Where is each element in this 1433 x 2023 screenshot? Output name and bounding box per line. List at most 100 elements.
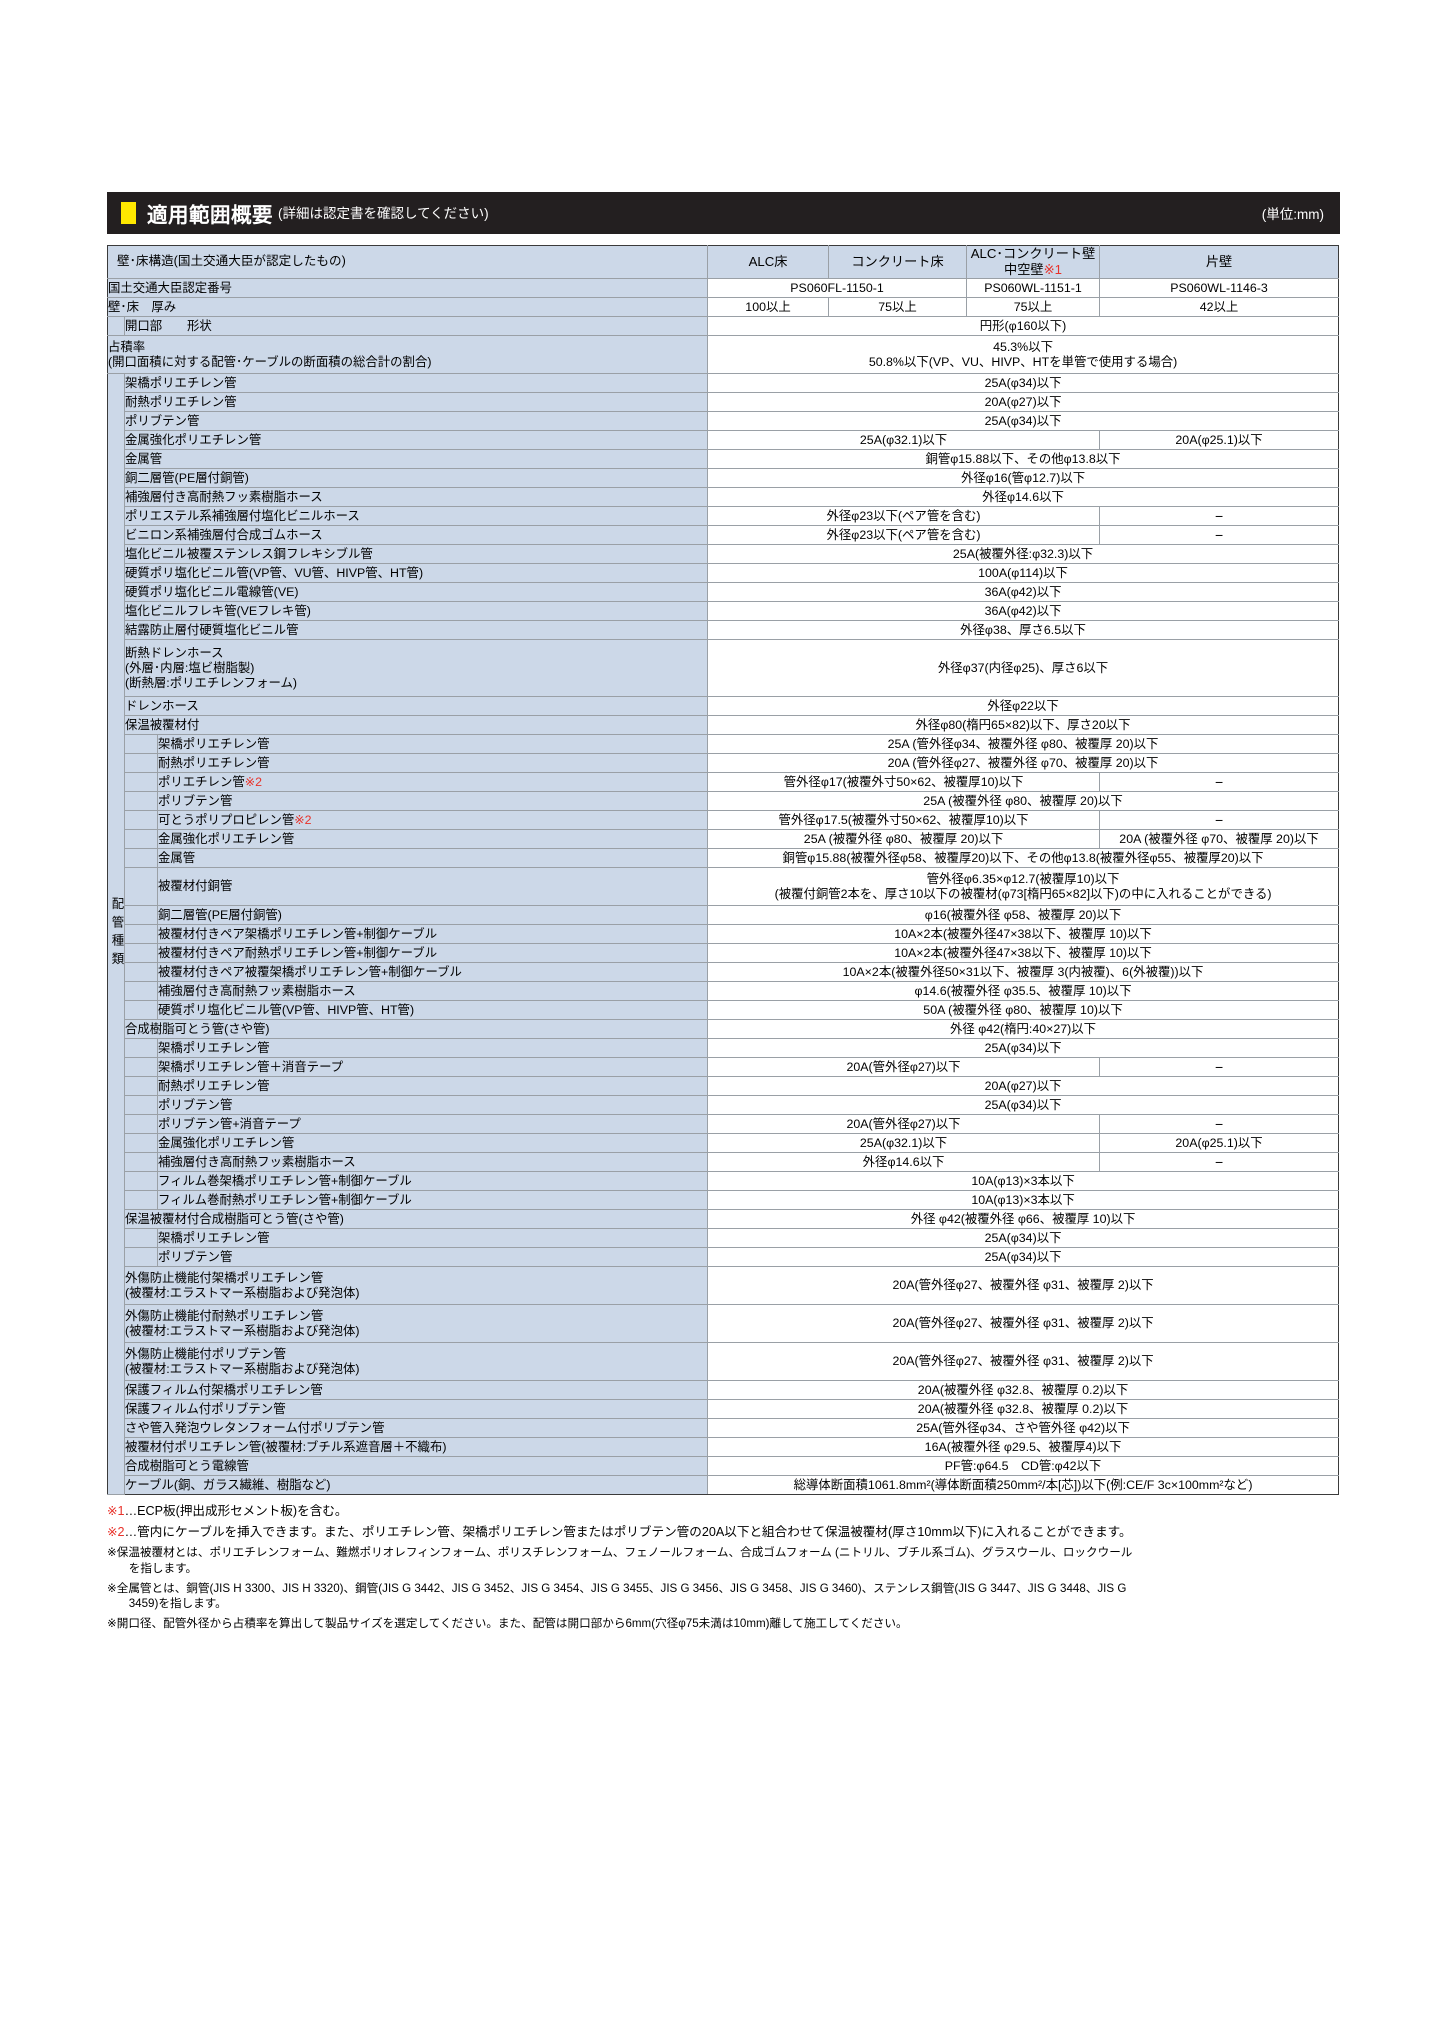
cell-scratch-proof-heat-resistant-pe-pipe-0: 20A(管外径φ27、被覆外径 φ31、被覆厚 2)以下 bbox=[707, 1304, 1340, 1344]
indent-filler bbox=[107, 316, 125, 337]
note-text: …管内にケーブルを挿入できます。また、ポリエチレン管、架橋ポリエチレン管またはポ… bbox=[124, 1525, 1132, 1540]
row-label-sr-heat-resistant-pe-pipe: 耐熱ポリエチレン管 bbox=[156, 1076, 709, 1097]
reference-mark: ※1 bbox=[1043, 262, 1062, 278]
cell-ic-pair-crosslinked-pe-cable-0: 10A×2本(被覆外径47×38以下、被覆厚 10)以下 bbox=[707, 924, 1340, 945]
cell-coated-pe-pipe-butyl-0: 16A(被覆外径 φ29.5、被覆厚4)以下 bbox=[707, 1437, 1340, 1458]
cell-polyester-reinforced-pvc-hose-1: − bbox=[1099, 506, 1340, 527]
row-label-ic-crosslinked-pe-pipe: 架橋ポリエチレン管 bbox=[156, 734, 709, 755]
section-title-bar: 適用範囲概要 (詳細は認定書を確認してください) (単位:mm) bbox=[107, 192, 1340, 234]
note-text: …ECP板(押出成形セメント板)を含む。 bbox=[124, 1504, 348, 1519]
indent-filler bbox=[124, 1000, 158, 1021]
row-label-sr-film-crosslinked-pe-cable: フィルム巻架橋ポリエチレン管+制御ケーブル bbox=[156, 1171, 709, 1192]
table-row: 保温被覆材付合成樹脂可とう管(さや管)外径 φ42(被覆外径 φ66、被覆厚 1… bbox=[108, 1209, 1340, 1230]
indent-filler bbox=[124, 1152, 158, 1173]
indent-filler bbox=[124, 905, 158, 926]
row-label-sr-polybutene-pipe-tape: ポリブテン管+消音テープ bbox=[156, 1114, 709, 1135]
cell-reinforced-fluororesin-hose-0: 外径φ14.6以下 bbox=[707, 487, 1340, 508]
row-label-ic-flexible-pp-pipe: 可とうポリプロピレン管※2 bbox=[156, 810, 709, 831]
row-label-wall-floor-thickness: 壁･床 厚み bbox=[106, 297, 709, 318]
row-label-ic-coated-copper-pipe: 被覆材付銅管 bbox=[156, 867, 709, 907]
table-row: ドレンホース外径φ22以下 bbox=[108, 696, 1340, 717]
indent-filler bbox=[124, 1114, 158, 1135]
cell-scratch-proof-crosslinked-pe-pipe-0: 20A(管外径φ27、被覆外径 φ31、被覆厚 2)以下 bbox=[707, 1266, 1340, 1306]
cell-protective-film-crosslinked-pe-pipe-0: 20A(被覆外径 φ32.8、被覆厚 0.2)以下 bbox=[707, 1380, 1340, 1401]
table-row: 金属管銅管φ15.88以下、その他φ13.8以下 bbox=[108, 449, 1340, 470]
note-text: 保温被覆材とは、ポリエチレンフォーム、難燃ポリオレフィンフォーム、ポリスチレンフ… bbox=[117, 1545, 1352, 1576]
cell-sheath-urethane-foam-polybutene-pipe-0: 25A(管外径φ34、さや管外径 φ42)以下 bbox=[707, 1418, 1340, 1439]
yellow-square-icon bbox=[121, 202, 136, 224]
row-label-rigid-pvc-conduit-ve: 硬質ポリ塩化ビニル電線管(VE) bbox=[123, 582, 709, 603]
row-label-metal-pipe: 金属管 bbox=[123, 449, 709, 470]
row-label-sheath-urethane-foam-polybutene-pipe: さや管入発泡ウレタンフォーム付ポリブテン管 bbox=[123, 1418, 709, 1439]
row-label-protective-film-crosslinked-pe-pipe: 保護フィルム付架橋ポリエチレン管 bbox=[123, 1380, 709, 1401]
reference-mark: ※2 bbox=[244, 774, 263, 789]
cell-wall-floor-thickness-2: 75以上 bbox=[966, 297, 1101, 318]
row-label-opening-shape: 開口部 形状 bbox=[123, 316, 709, 337]
note-mark: ※ bbox=[107, 1617, 117, 1631]
cell-ic-pair-heat-resistant-pe-cable-0: 10A×2本(被覆外径47×38以下、被覆厚 10)以下 bbox=[707, 943, 1340, 964]
note-text: 全属管とは、銅管(JIS H 3300、JIS H 3320)、鋼管(JIS G… bbox=[117, 1581, 1352, 1612]
cell-ic-crosslinked-pe-pipe-0: 25A (管外径φ34、被覆外径 φ80、被覆厚 20)以下 bbox=[707, 734, 1340, 755]
indent-filler bbox=[124, 791, 158, 812]
row-label-isr-polybutene-pipe: ポリブテン管 bbox=[156, 1247, 709, 1268]
cell-wall-floor-thickness-1: 75以上 bbox=[828, 297, 968, 318]
cell-copper-two-layer-pipe-0: 外径φ16(管φ12.7)以下 bbox=[707, 468, 1340, 489]
row-label-polyester-reinforced-pvc-hose: ポリエステル系補強層付塩化ビニルホース bbox=[123, 506, 709, 527]
cell-ic-flexible-pp-pipe-1: − bbox=[1099, 810, 1340, 831]
row-label-pvc-flexible-pipe-ve: 塩化ビニルフレキ管(VEフレキ管) bbox=[123, 601, 709, 622]
cell-sr-polybutene-pipe-0: 25A(φ34)以下 bbox=[707, 1095, 1340, 1116]
cell-protective-film-polybutene-pipe-0: 20A(被覆外径 φ32.8、被覆厚 0.2)以下 bbox=[707, 1399, 1340, 1420]
row-label-ic-reinforced-fluororesin-hose: 補強層付き高耐熱フッ素樹脂ホース bbox=[156, 981, 709, 1002]
indent-filler bbox=[124, 867, 158, 907]
table-row: 塩化ビニルフレキ管(VEフレキ管)36A(φ42)以下 bbox=[108, 601, 1340, 622]
cell-sr-film-heat-resistant-pe-cable-0: 10A(φ13)×3本以下 bbox=[707, 1190, 1340, 1211]
cell-isr-polybutene-pipe-0: 25A(φ34)以下 bbox=[707, 1247, 1340, 1268]
cell-metal-reinforced-pe-pipe-0: 25A(φ32.1)以下 bbox=[707, 430, 1101, 451]
cell-polybutene-pipe-0: 25A(φ34)以下 bbox=[707, 411, 1340, 432]
cell-crosslinked-pe-pipe-0: 25A(φ34)以下 bbox=[707, 373, 1340, 394]
note-text-continued: 3459)を指します。 bbox=[128, 1597, 227, 1611]
row-label-reinforced-fluororesin-hose: 補強層付き高耐熱フッ素樹脂ホース bbox=[123, 487, 709, 508]
cell-sr-crosslinked-pe-pipe-tape-1: − bbox=[1099, 1057, 1340, 1078]
cell-cable-0: 総導体断面積1061.8mm²(導体断面積250mm²/本[芯])以下(例:CE… bbox=[707, 1475, 1340, 1496]
row-label-insulated-drain-hose: 断熱ドレンホース(外層･内層:塩ビ樹脂製)(断熱層:ポリエチレンフォーム) bbox=[123, 639, 709, 698]
column-header-2: コンクリート床 bbox=[828, 244, 968, 280]
cell-ic-pe-pipe-1: − bbox=[1099, 772, 1340, 793]
cell-cert-number-0: PS060FL-1150-1 bbox=[707, 278, 968, 299]
indent-filler bbox=[124, 848, 158, 869]
row-label-polybutene-pipe: ポリブテン管 bbox=[123, 411, 709, 432]
cell-ic-heat-resistant-pe-pipe-0: 20A (管外径φ27、被覆外径 φ70、被覆厚 20)以下 bbox=[707, 753, 1340, 774]
table-row: 合成樹脂可とう管(さや管)外径 φ42(楕円:40×27)以下 bbox=[108, 1019, 1340, 1040]
indent-filler bbox=[124, 1095, 158, 1116]
indent-filler bbox=[124, 1171, 158, 1192]
vertical-category-label: 配管種類 bbox=[107, 373, 125, 1496]
row-label-scratch-proof-heat-resistant-pe-pipe: 外傷防止機能付耐熱ポリエチレン管(被覆材:エラストマー系樹脂および発泡体) bbox=[123, 1304, 709, 1344]
indent-filler bbox=[124, 981, 158, 1002]
column-header-3: ALC･コンクリート壁中空壁※1 bbox=[966, 244, 1101, 280]
row-label-synthetic-resin-flexible-sheath: 合成樹脂可とう管(さや管) bbox=[123, 1019, 709, 1040]
row-label-scratch-proof-polybutene-pipe: 外傷防止機能付ポリブテン管(被覆材:エラストマー系樹脂および発泡体) bbox=[123, 1342, 709, 1382]
cell-ic-metal-reinforced-pe-pipe-0: 25A (被覆外径 φ80、被覆厚 20)以下 bbox=[707, 829, 1101, 850]
row-label-sr-reinforced-fluororesin-hose: 補強層付き高耐熱フッ素樹脂ホース bbox=[156, 1152, 709, 1173]
cell-rigid-pvc-conduit-ve-0: 36A(φ42)以下 bbox=[707, 582, 1340, 603]
row-label-ic-rigid-pvc-pipe: 硬質ポリ塩化ビニル管(VP管、HIVP管、HT管) bbox=[156, 1000, 709, 1021]
cell-ic-polybutene-pipe-0: 25A (被覆外径 φ80、被覆厚 20)以下 bbox=[707, 791, 1340, 812]
note-2: ※2…管内にケーブルを挿入できます。また、ポリエチレン管、架橋ポリエチレン管また… bbox=[107, 1524, 1352, 1540]
cell-rigid-pvc-pipe-0: 100A(φ114)以下 bbox=[707, 563, 1340, 584]
column-header-structure: 壁･床構造(国土交通大臣が認定したもの) bbox=[106, 244, 709, 280]
cell-drain-hose-0: 外径φ22以下 bbox=[707, 696, 1340, 717]
